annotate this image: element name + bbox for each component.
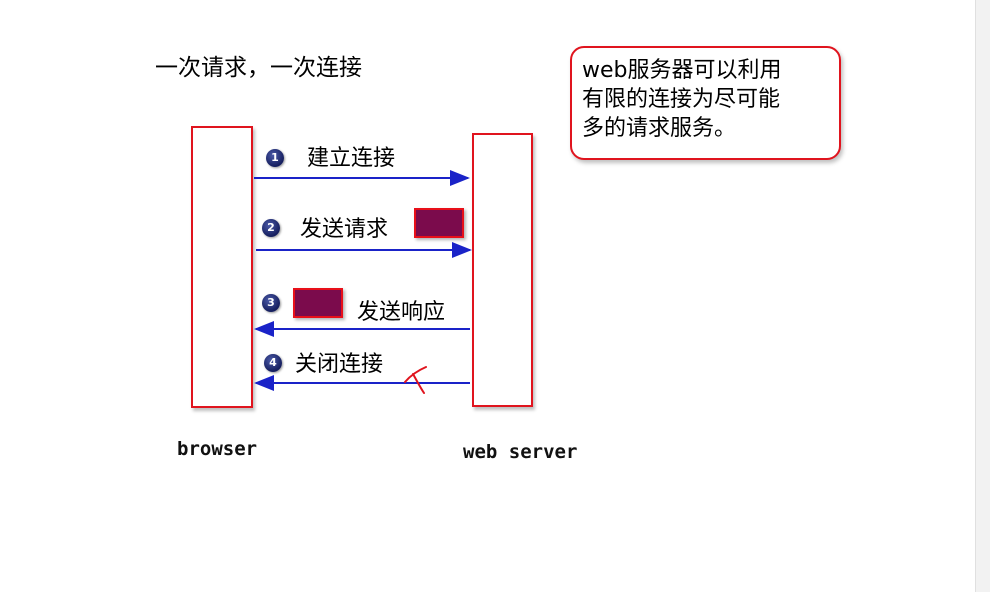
step-label-4: 关闭连接: [295, 352, 384, 377]
step-badge-2: 2: [262, 219, 280, 237]
browser-caption: browser: [177, 438, 258, 460]
server-lifeline-box: [472, 133, 533, 407]
note-line-2: 有限的连接为尽可能: [582, 87, 781, 112]
step-label-1: 建立连接: [307, 146, 396, 171]
browser-lifeline-box: [191, 126, 253, 408]
diagram-title: 一次请求，一次连接: [155, 55, 362, 81]
note-text: web服务器可以利用 有限的连接为尽可能 多的请求服务。: [582, 56, 837, 143]
close-cross-mark: [404, 366, 427, 394]
note-line-3: 多的请求服务。: [582, 116, 737, 141]
step-label-3: 发送响应: [357, 300, 446, 325]
note-line-1: web服务器可以利用: [582, 58, 782, 83]
note-callout: web服务器可以利用 有限的连接为尽可能 多的请求服务。: [570, 46, 841, 160]
step-label-2: 发送请求: [300, 217, 389, 242]
right-scroll-edge: [975, 0, 990, 592]
response-packet: [293, 288, 343, 318]
step-badge-3: 3: [262, 294, 280, 312]
server-caption: web server: [463, 441, 578, 463]
request-packet: [414, 208, 464, 238]
step-badge-1: 1: [266, 149, 284, 167]
step-badge-4: 4: [264, 354, 282, 372]
